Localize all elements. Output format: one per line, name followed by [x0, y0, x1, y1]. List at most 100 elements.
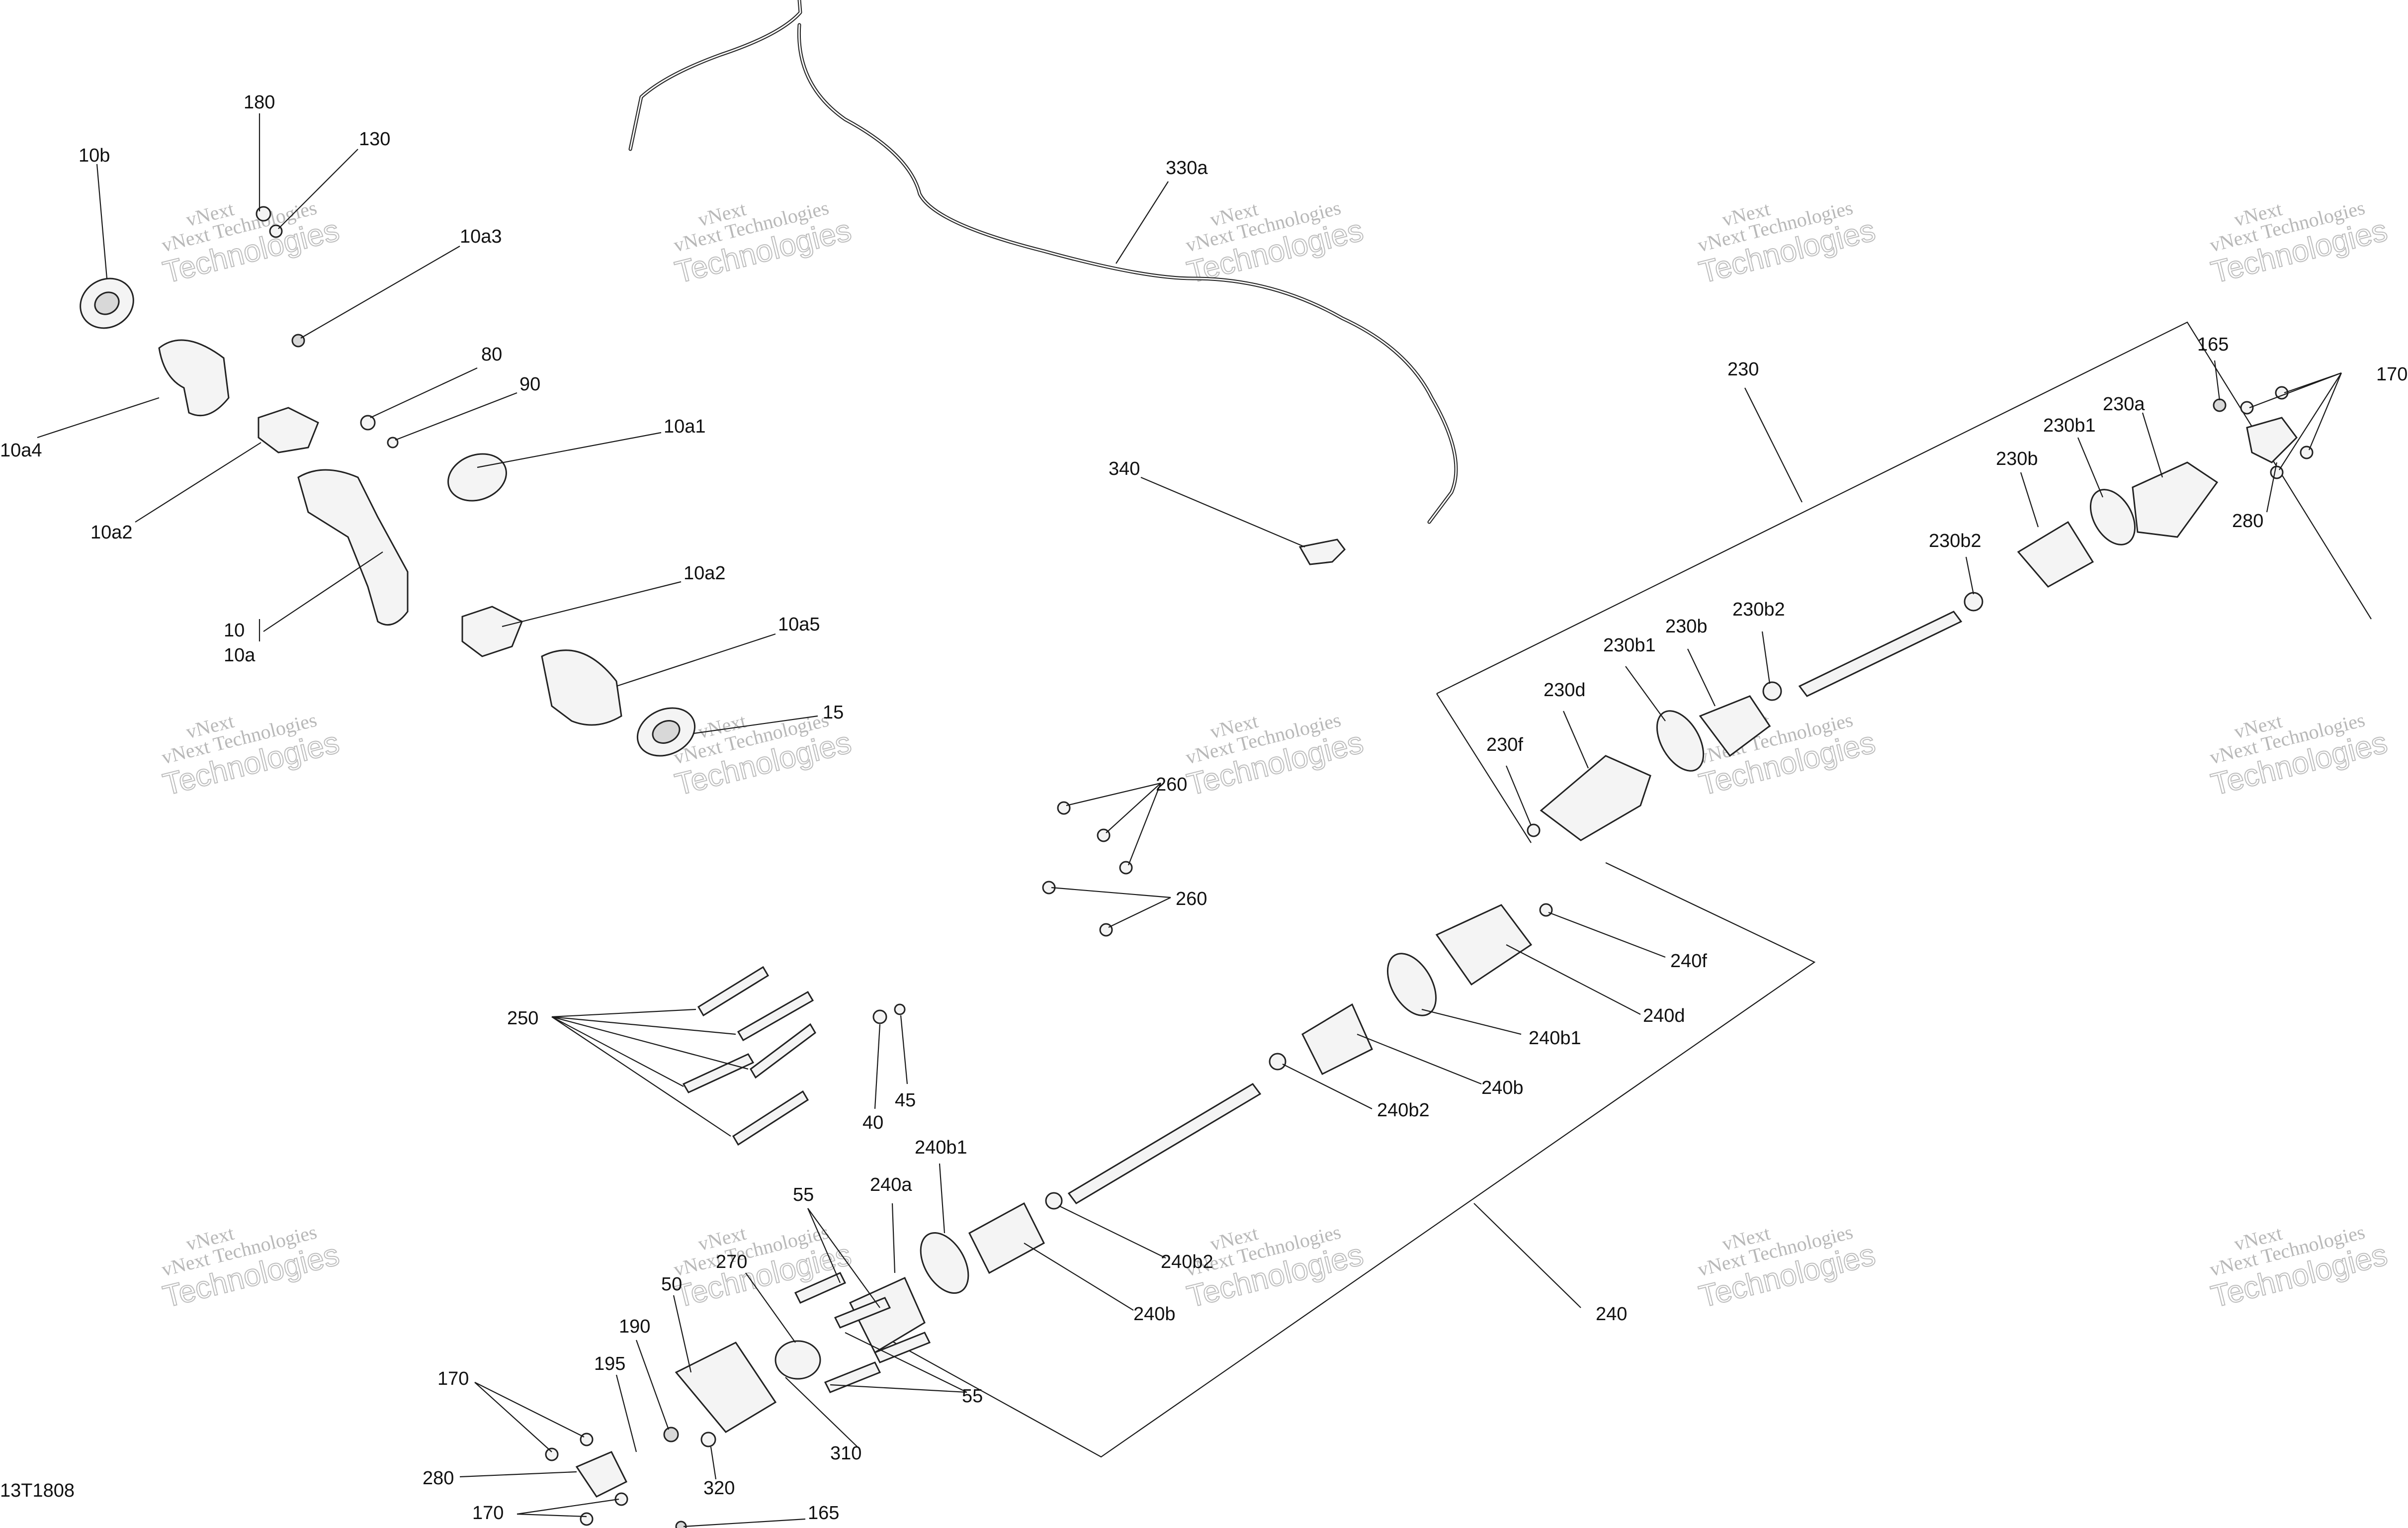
prop-shaft-assembly — [80, 206, 696, 757]
cv-joint-240d — [1435, 904, 1533, 986]
stud-55-a — [794, 1272, 847, 1304]
cross-10a2-top — [258, 407, 319, 453]
callout-50: 50 — [661, 1274, 682, 1295]
bolt-250-d — [682, 1053, 755, 1093]
callout-15: 15 — [823, 702, 844, 723]
callout-10: 10 — [224, 620, 245, 641]
hub-280-top — [2246, 417, 2298, 463]
watermark: vNext vNext Technologies Technologies — [1183, 196, 1367, 290]
callout-260-b: 260 — [1176, 889, 1207, 909]
callout-labels: 180 130 10b 10a3 80 90 10a1 10a4 10a2 10… — [0, 92, 2408, 1524]
boot-230b-mid — [1699, 695, 1771, 757]
clamp-240b2-r — [1269, 1053, 1287, 1071]
callout-230b-top: 230b — [1996, 449, 2038, 469]
clamp-230b2-mid — [1762, 681, 1782, 701]
callout-340: 340 — [1109, 458, 1140, 479]
clamp-240b2-l — [1045, 1192, 1063, 1210]
callout-240f: 240f — [1670, 951, 1707, 972]
callout-10a3: 10a3 — [460, 226, 502, 247]
callout-320: 320 — [703, 1478, 735, 1499]
bearing-310 — [774, 1340, 821, 1380]
bolt-260-c — [1119, 861, 1133, 875]
callout-170-mid: 170 — [437, 1368, 469, 1389]
callout-280-bot: 280 — [423, 1468, 454, 1489]
nut-170-f — [580, 1433, 594, 1446]
assembly-240-outline — [889, 862, 1816, 1458]
callout-280-top: 280 — [2232, 511, 2263, 532]
callout-270: 270 — [716, 1252, 747, 1272]
callout-165-bot: 165 — [808, 1503, 839, 1524]
callout-230a: 230a — [2103, 394, 2145, 415]
diagram-reference-number: 13T1808 — [0, 1480, 75, 1501]
brake-line-330a — [628, 0, 1458, 524]
nut-170-e — [545, 1447, 559, 1461]
callout-90: 90 — [519, 374, 540, 395]
bolt-250-a — [697, 966, 770, 1017]
callout-240a: 240a — [870, 1174, 912, 1195]
watermark: vNext vNext Technologies Technologies — [2207, 1221, 2391, 1315]
ring-230f — [1527, 823, 1541, 837]
callout-230b1-mid: 230b1 — [1603, 635, 1656, 656]
callout-230d: 230d — [1544, 680, 1586, 701]
callout-165-top: 165 — [2197, 334, 2229, 355]
watermark: vNext vNext Technologies Technologies — [1183, 709, 1367, 803]
clamp-240b1-r — [1386, 953, 1437, 1016]
callout-240: 240 — [1596, 1304, 1627, 1325]
stud-55-d — [873, 1332, 931, 1363]
washer-320 — [700, 1432, 716, 1447]
bolts — [682, 801, 1133, 1146]
watermark: vNext vNext Technologies Technologies — [159, 709, 343, 803]
cv-joint-240a — [849, 1277, 926, 1354]
bolt-260-a — [1057, 801, 1071, 815]
ring-240f — [1539, 903, 1553, 917]
callout-230b2-mid: 230b2 — [1732, 599, 1785, 620]
clamp-230b1-mid — [1656, 710, 1705, 772]
callout-230b-mid: 230b — [1665, 616, 1708, 637]
watermark: vNext vNext Technologies Technologies — [159, 1221, 343, 1315]
clamp-230b2-top — [1964, 592, 1983, 612]
nut-40 — [872, 1009, 887, 1024]
callout-10a1: 10a1 — [664, 416, 706, 437]
bolt-250-c — [750, 1023, 816, 1079]
boot-240b-l — [968, 1202, 1045, 1274]
callout-80: 80 — [481, 344, 502, 365]
cv-joint-230a — [2132, 461, 2219, 538]
bracket-340 — [1298, 539, 1346, 565]
watermark: vNext vNext Technologies Technologies — [1695, 709, 1879, 803]
callout-250: 250 — [507, 1008, 538, 1029]
bolt-250-b — [737, 990, 814, 1042]
callout-10a5: 10a5 — [778, 614, 820, 635]
callout-195: 195 — [594, 1353, 625, 1374]
callout-10a2-top: 10a2 — [90, 522, 133, 543]
watermark: vNext vNext Technologies Technologies — [1695, 1221, 1879, 1315]
bolt-80 — [360, 415, 376, 431]
watermark: vNext vNext Technologies Technologies — [2207, 196, 2391, 290]
yoke-10a5 — [541, 649, 622, 726]
boot-10a1 — [447, 453, 507, 502]
nut-170-c — [2300, 446, 2314, 459]
washer-45 — [894, 1003, 906, 1015]
nut-170-a — [2240, 401, 2254, 415]
boot-230b-top — [2017, 521, 2094, 588]
callout-230f: 230f — [1486, 734, 1523, 755]
callout-240b2-l: 240b2 — [1161, 1252, 1213, 1272]
callout-310: 310 — [830, 1443, 861, 1464]
callout-10b: 10b — [79, 145, 110, 166]
callout-170-top: 170 — [2376, 364, 2408, 385]
callout-40: 40 — [862, 1112, 883, 1133]
hub-50 — [675, 1342, 777, 1433]
hub-280-bot — [575, 1451, 628, 1498]
cross-10a2-mid — [461, 606, 523, 657]
watermark: vNext vNext Technologies Technologies — [671, 196, 855, 290]
bolt-260-e — [1099, 923, 1113, 937]
driveshaft-230 — [1527, 386, 2314, 841]
leader-lines — [37, 113, 2342, 1528]
clamp-230b1-top — [2089, 489, 2136, 545]
nut-190 — [663, 1427, 679, 1442]
callout-240b1-l: 240b1 — [915, 1137, 967, 1158]
watermark: vNext vNext Technologies Technologies — [671, 1221, 855, 1315]
callout-230: 230 — [1727, 359, 1759, 380]
watermark: vNext vNext Technologies Technologies — [1695, 196, 1879, 290]
callout-10a: 10a — [224, 645, 256, 666]
